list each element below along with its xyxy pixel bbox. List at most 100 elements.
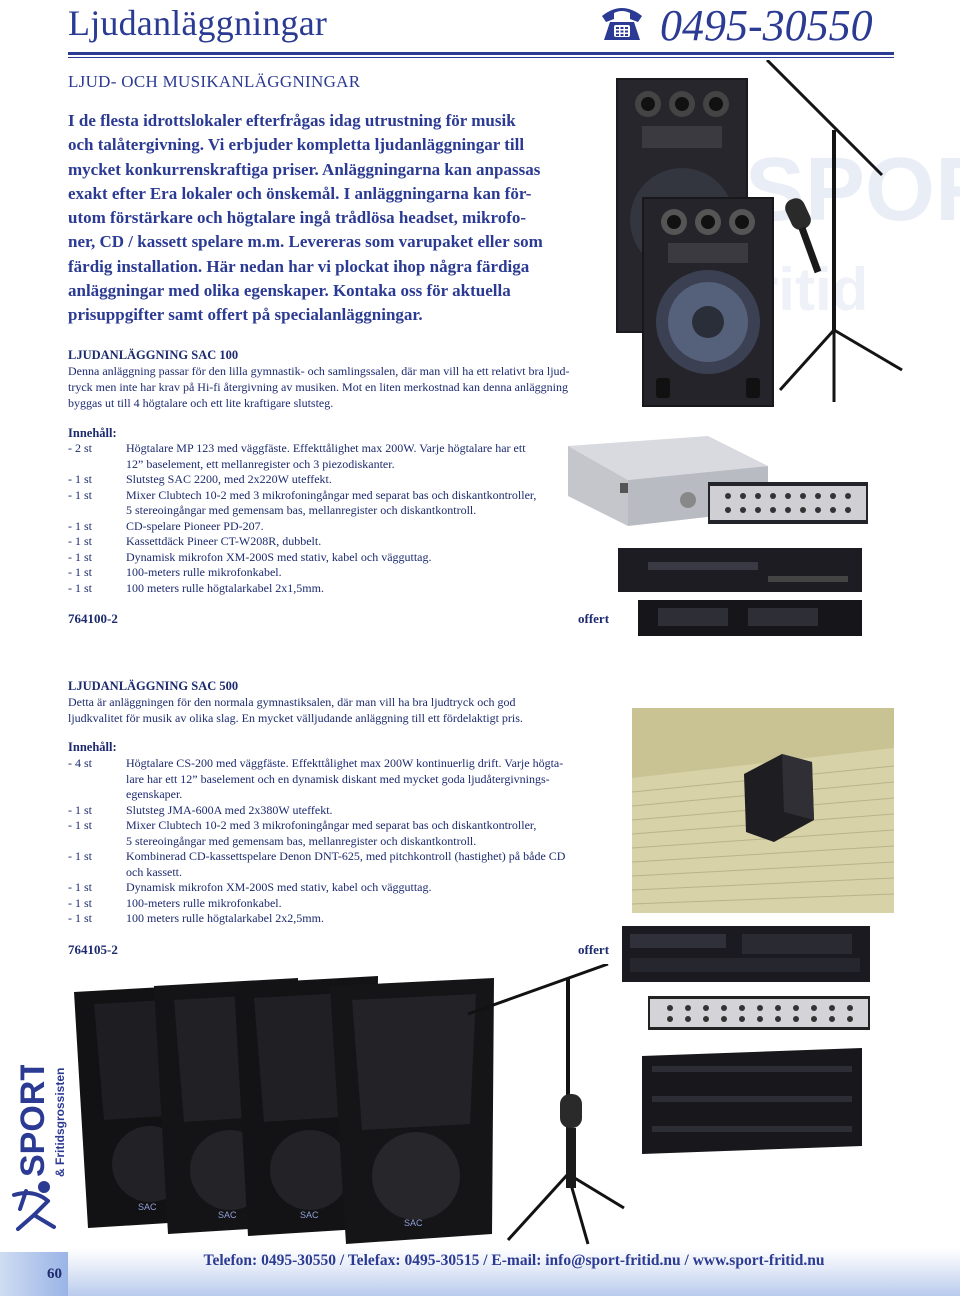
company-logo: SPORT & Fritidsgrossisten	[12, 1065, 67, 1231]
package-description: Detta är anläggningen för den normala gy…	[68, 694, 613, 726]
page-number-box	[0, 1252, 68, 1296]
list-item: - 1 st Slutsteg SAC 2200, med 2x220W ute…	[68, 472, 578, 488]
desc-line: Detta är anläggningen för den normala gy…	[68, 695, 516, 709]
item-quantity: - 1 st	[68, 911, 92, 925]
item-line: och kassett.	[126, 864, 182, 879]
item-line: Slutsteg JMA-600A med 2x380W uteffekt.	[126, 802, 333, 817]
list-item: - 1 st 100 meters rulle högtalarkabel 2x…	[68, 581, 578, 597]
page-number: 60	[47, 1266, 62, 1282]
list-item: - 1 st 100-meters rulle mikrofonkabel.	[68, 896, 613, 912]
item-quantity: - 1 st	[68, 518, 92, 533]
wall-mounted-speaker-photo	[632, 708, 894, 913]
mic-stand	[765, 60, 903, 402]
item-line: 100-meters rulle mikrofonkabel.	[126, 565, 282, 579]
item-line: CD-spelare Pioneer PD-207.	[126, 518, 264, 533]
list-item: - 1 st Dynamisk mikrofon XM-200S med sta…	[68, 550, 578, 566]
item-line: Kombinerad CD-kassettspelare Denon DNT-6…	[126, 849, 566, 863]
contents-label: Innehåll:	[68, 740, 117, 754]
footer-contact: Telefon: 0495-30550 / Telefax: 0495-3051…	[203, 1252, 825, 1269]
microphone	[785, 198, 822, 274]
section-heading: LJUD- OCH MUSIKANLÄGGNINGAR	[68, 72, 361, 91]
item-quantity: - 2 st	[68, 441, 92, 455]
amplifier-unit-2	[642, 1048, 862, 1154]
contents-label: Innehåll:	[68, 426, 117, 440]
list-item: - 1 st 100 meters rulle högtalarkabel 2x…	[68, 911, 613, 927]
item-line: 5 stereoingångar med gemensam bas, mella…	[126, 503, 477, 517]
footer-bar	[68, 1248, 960, 1296]
item-line: Mixer Clubtech 10-2 med 3 mikrofoningång…	[126, 487, 537, 502]
contents-list: - 4 st Högtalare CS-200 med väggfäste. E…	[68, 756, 613, 927]
athlete-figure-icon	[12, 1181, 56, 1231]
speaker-pair-with-mic-stand-photo	[616, 60, 903, 407]
item-line: Slutsteg SAC 2200, med 2x220W uteffekt.	[126, 472, 332, 486]
list-item: - 1 st CD-spelare Pioneer PD-207.	[68, 519, 578, 535]
desc-line: byggas ut till 4 högtalare och ett lite …	[68, 396, 334, 410]
article-number: 764100-2	[68, 611, 118, 626]
cd-cassette-mixer-amplifier-photo	[622, 926, 870, 1154]
item-quantity: - 1 st	[68, 849, 92, 863]
list-item: - 2 st Högtalare MP 123 med väggfäste. E…	[68, 441, 578, 472]
item-line: 12” baselement, ett mellanregister och 3…	[126, 456, 395, 471]
intro-line: och talåtergivning. Vi erbjuder komplett…	[68, 135, 525, 155]
item-line: 5 stereoingångar med gemensam bas, mella…	[126, 833, 477, 848]
price-label: offert	[578, 611, 610, 626]
intro-line: ner, CD / kassett spelare m.m. Levereras…	[68, 232, 543, 252]
item-line: Mixer Clubtech 10-2 med 3 mikrofoningång…	[126, 818, 537, 832]
item-quantity: - 1 st	[68, 565, 92, 579]
four-speakers-with-mic-stand-photo: SAC SAC SAC SAC	[74, 964, 625, 1245]
header-rule	[68, 52, 894, 55]
intro-line: exakt efter Era lokaler och önskemål. I …	[68, 183, 532, 203]
desc-line: Denna anläggning passar för den lilla gy…	[68, 364, 570, 378]
amplifier-mixer-cd-cassette-photo	[568, 436, 868, 636]
item-quantity: - 1 st	[68, 802, 92, 817]
cd-player-unit	[618, 548, 862, 592]
item-quantity: - 1 st	[68, 895, 92, 910]
intro-line: I de flesta idrottslokaler efterfrågas i…	[68, 111, 516, 130]
item-quantity: - 1 st	[68, 880, 92, 894]
header-rule-thin	[68, 57, 894, 58]
item-line: 100-meters rulle mikrofonkabel.	[126, 895, 282, 910]
list-item: - 1 st Kombinerad CD-kassettspelare Deno…	[68, 849, 613, 880]
list-item: - 4 st Högtalare CS-200 med väggfäste. E…	[68, 756, 613, 803]
desc-line: tryck men inte har krav på Hi-fi återgiv…	[68, 380, 568, 394]
header-phone: 0495-30550	[598, 0, 908, 50]
denon-cd-cassette-unit	[622, 926, 870, 982]
item-line: lare har ett 12” baselement och en dynam…	[126, 771, 550, 786]
contents-list: - 2 st Högtalare MP 123 med väggfäste. E…	[68, 441, 578, 596]
item-line: Dynamisk mikrofon XM-200S med stativ, ka…	[126, 549, 432, 564]
item-line: egenskaper.	[126, 787, 183, 801]
item-quantity: - 1 st	[68, 580, 92, 595]
item-line: Kassettdäck Pineer CT-W208R, dubbelt.	[126, 534, 322, 548]
item-quantity: - 1 st	[68, 818, 92, 832]
list-item: - 1 st Dynamisk mikrofon XM-200S med sta…	[68, 880, 613, 896]
speaker-badge-2: SAC	[218, 1210, 237, 1220]
item-line: Högtalare MP 123 med väggfäste. Effekttå…	[126, 441, 526, 455]
phone-number: 0495-30550	[660, 1, 873, 50]
list-item: - 1 st Mixer Clubtech 10-2 med 3 mikrofo…	[68, 818, 613, 849]
item-quantity: - 1 st	[68, 472, 92, 486]
speaker-badge-4: SAC	[404, 1218, 423, 1228]
item-line: 100 meters rulle högtalarkabel 2x2,5mm.	[126, 911, 324, 925]
price-label: offert	[578, 942, 610, 957]
intro-line: anläggningar med olika egenskaper. Konta…	[68, 281, 511, 301]
package-title: LJUDANLÄGGNING SAC 100	[68, 348, 239, 362]
telephone-icon	[602, 8, 642, 40]
list-item: - 1 st Slutsteg JMA-600A med 2x380W utef…	[68, 803, 613, 819]
intro-line: färdig installation. Här nedan har vi pl…	[68, 256, 530, 276]
mixer-unit	[708, 482, 868, 524]
item-line: 100 meters rulle högtalarkabel 2x1,5mm.	[126, 580, 324, 595]
mixer-unit-2	[648, 996, 870, 1030]
speaker-cabinet-4: SAC	[330, 978, 494, 1244]
speaker-front	[642, 197, 774, 407]
list-item: - 1 st Kassettdäck Pineer CT-W208R, dubb…	[68, 534, 578, 550]
svg-text:SPOR: SPOR	[745, 140, 960, 240]
intro-paragraph: I de flesta idrottslokaler efterfrågas i…	[68, 109, 613, 328]
microphone-2	[560, 1094, 582, 1188]
intro-line: prisuppgifter samt offert på specialanlä…	[68, 305, 423, 325]
list-item: - 1 st Mixer Clubtech 10-2 med 3 mikrofo…	[68, 488, 578, 519]
item-quantity: - 1 st	[68, 549, 92, 564]
item-quantity: - 1 st	[68, 487, 92, 502]
package-description: Denna anläggning passar för den lilla gy…	[68, 363, 613, 411]
item-quantity: - 1 st	[68, 534, 92, 548]
page-title: Ljudanläggningar	[68, 3, 328, 43]
